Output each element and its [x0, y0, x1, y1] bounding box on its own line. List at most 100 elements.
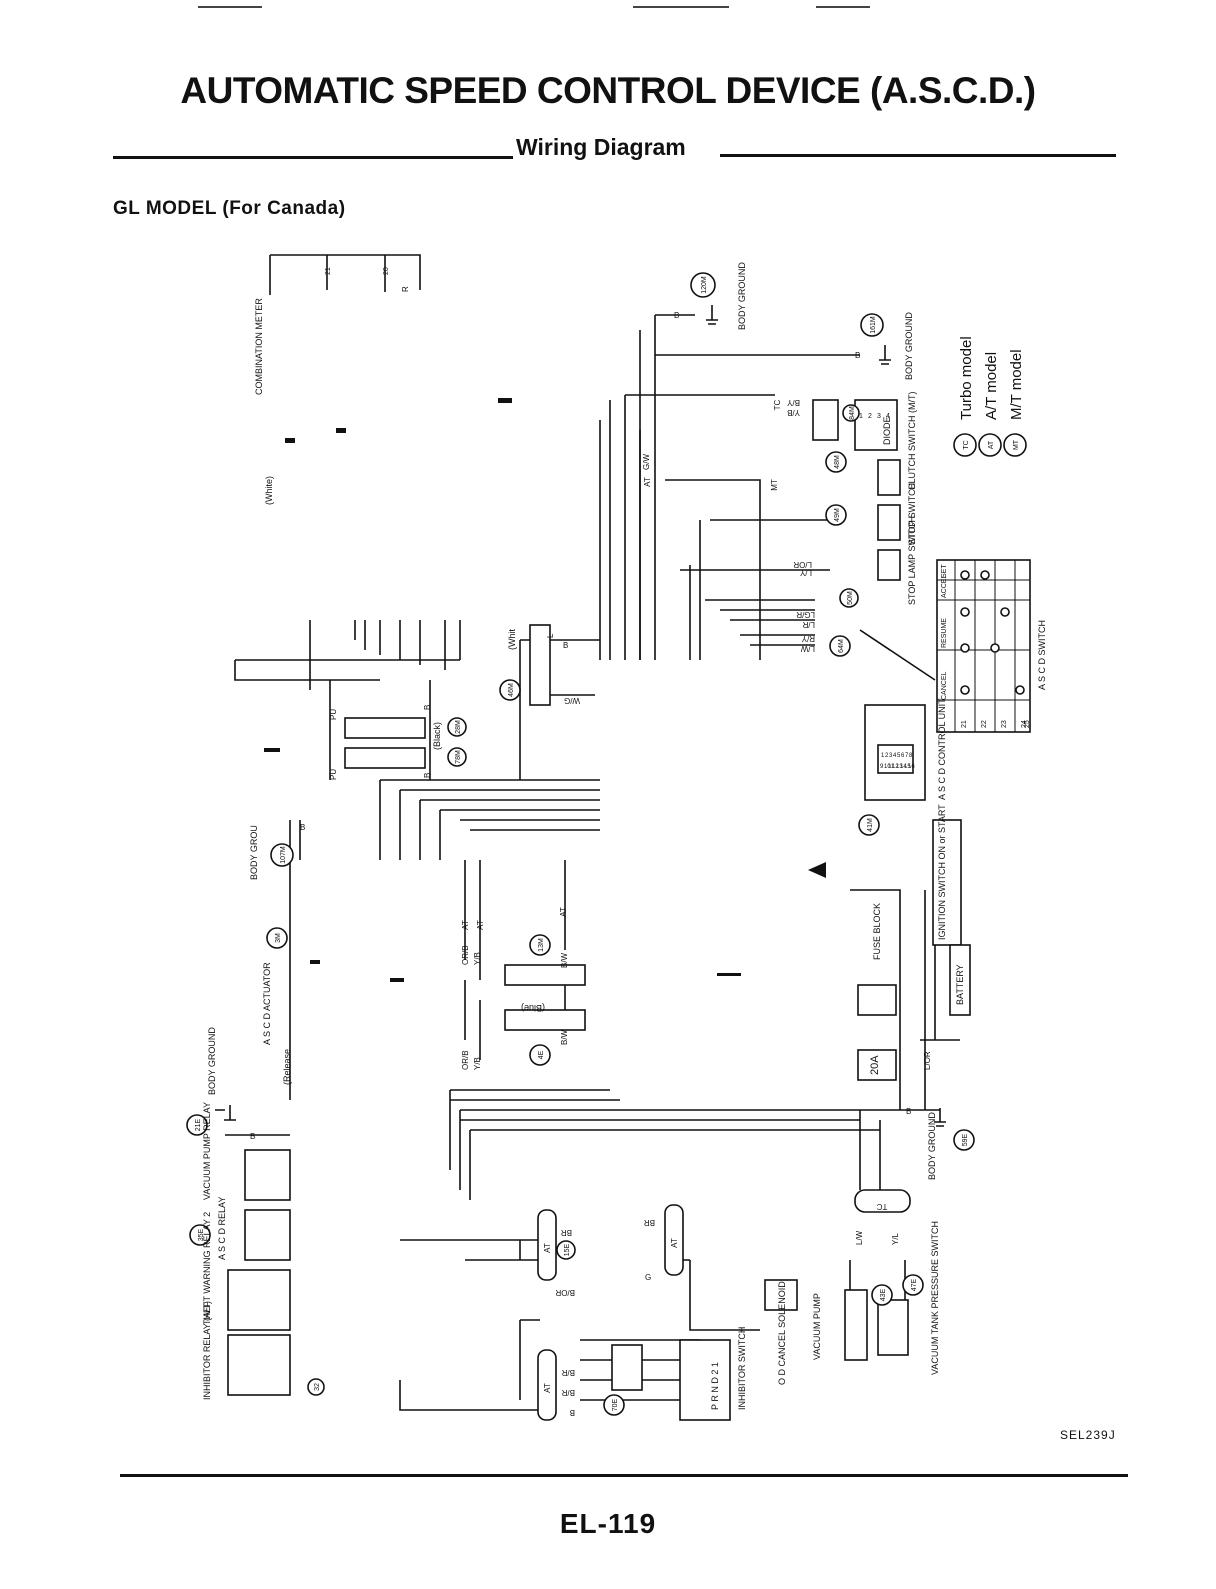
connector-59e [953, 1129, 975, 1151]
wire-label-b-28m: B [423, 705, 432, 710]
ground-wires [625, 314, 860, 660]
legend-mt-icon [1003, 433, 1027, 457]
clutch-switch-box [877, 459, 901, 496]
label-vacuum-pump-relay: VACUUM PUMP RELAY [202, 1102, 212, 1200]
od-cancel-wires [680, 1259, 760, 1331]
inhibitor-relay-box [227, 1334, 291, 1396]
label-body-ground-120m: BODY GROUND [737, 262, 747, 330]
id-84m: 84M [849, 406, 856, 420]
wire-label-ly: L/Y [799, 568, 812, 577]
connector-50m [839, 588, 859, 608]
pin-8: 8 [909, 753, 913, 759]
vacuum-pump-relay-box [244, 1149, 291, 1201]
pin-3: 3 [889, 753, 893, 759]
label-combination-meter: COMBINATION METER [254, 298, 264, 395]
switch-row-23: 23 [1001, 720, 1008, 728]
label-ascd-control-unit: A S C D CONTROL UNIT [937, 698, 947, 800]
capsule-at-2: AT [461, 920, 470, 930]
theft-warning-relay-box [227, 1269, 291, 1331]
label-ascd-switch: A S C D SWITCH [1037, 620, 1047, 690]
connector-46m-label [499, 679, 521, 701]
control-unit-connector [877, 744, 914, 774]
connector-107m [270, 843, 294, 867]
wire-labels: B B B/Y Y/B G/W L/Y L/OR LG/R L/R R/Y L/… [250, 286, 932, 1417]
pin-12: 12 [892, 764, 899, 770]
connector-13m [504, 964, 586, 986]
wire-label-pu-2: PU [329, 769, 338, 780]
legend-at-symbol: AT [988, 440, 995, 449]
label-clutch-switch: CLUTCH SWITCH (M/T) [907, 392, 917, 491]
id-32: 32 [314, 1383, 321, 1391]
wire-label-b-21e: B [250, 1132, 255, 1141]
tc-capsule [854, 1189, 911, 1213]
switch-col-cancel: CANCEL [941, 671, 948, 700]
label-inhibitor-switch: INHIBITOR SWITCH [737, 1327, 747, 1410]
pin-14: 14 [900, 764, 907, 770]
legend-mt-symbol: MT [1013, 439, 1020, 450]
ascd-switch-lead [859, 629, 936, 681]
capsule-mt-1: MT [770, 479, 779, 491]
label-vacuum-pump: VACUUM PUMP [812, 1293, 822, 1360]
ignition-switch-box [932, 819, 962, 946]
switch-col-resume: RESUME [941, 618, 948, 648]
battery-box [949, 944, 971, 1016]
ascd-switch-box [936, 559, 1031, 733]
id-28m: 28M [455, 720, 462, 734]
footer-rule [120, 1474, 1128, 1477]
vacuum-tank-switch-box [877, 1299, 909, 1356]
legend-mt-model: M/T model [1008, 349, 1025, 420]
connector-46m [529, 624, 551, 706]
control-unit-box [864, 704, 926, 801]
pin-13: 13 [896, 764, 903, 770]
id-21e: 21E [195, 1118, 202, 1131]
connector-35e [189, 1224, 211, 1246]
wire-label-lor-2: L/OR [923, 1051, 932, 1070]
legend-turbo-model: Turbo model [958, 336, 975, 420]
connector-ids: 120M 161M 84M 48M 49M 50M 64M 46M 28M 78… [195, 276, 969, 1411]
connector-64m [829, 635, 851, 657]
connector-13m-label [529, 934, 551, 956]
vacuum-pump-box [844, 1289, 868, 1361]
wire-label-gw: G/W [642, 454, 651, 470]
legend-at-icon [978, 433, 1002, 457]
components [227, 399, 1031, 1421]
diagram-code: SEL239J [1060, 1428, 1116, 1442]
pin-4: 4 [893, 753, 897, 759]
page-subtitle: Wiring Diagram [516, 134, 686, 160]
wire-label-orb-2: OR/B [461, 1050, 470, 1070]
wire-label-lor: L/OR [793, 560, 812, 569]
left-bundle [309, 620, 461, 690]
capsule-at-3: AT [476, 920, 485, 930]
id-43e: 43E [880, 1288, 887, 1301]
left-bundle-branches [234, 659, 460, 700]
stop-switch-box [877, 504, 901, 541]
wire-label-lr: L/R [802, 620, 815, 629]
harness-horizontal [379, 779, 600, 860]
connector-43e [871, 1284, 893, 1306]
label-stop-lamp-switch: STOP LAMP SWITCH [907, 516, 917, 605]
label-inhibitor-relay: INHIBITOR RELAY (A/T) [202, 1301, 212, 1400]
wire-label-r: R [401, 286, 410, 292]
diode-pin-3: 3 [877, 413, 881, 420]
id-35e: 35E [198, 1228, 205, 1241]
label-black: (Black) [432, 722, 442, 750]
label-od-cancel-solenoid: O D CANCEL SOLENOID [777, 1281, 787, 1385]
connector-48m [825, 451, 847, 473]
label-blue: (Blue) [521, 1003, 545, 1013]
label-whit: (Whit [507, 629, 517, 650]
label-white: (White) [264, 476, 274, 505]
diode-box [854, 399, 898, 451]
connector-32 [307, 1378, 325, 1396]
id-70e: 70E [612, 1398, 619, 1411]
label-stop-switch: STOP SWITCH [907, 483, 917, 545]
capsule-tc-2: TC [876, 1202, 887, 1211]
ascd-relay-box [244, 1209, 291, 1261]
wire-label-yb-1: Y/B [473, 952, 482, 965]
fuse-block-box [857, 984, 897, 1016]
small-pin-labels: 1 2 3 4 21 20 [325, 267, 890, 420]
connector-21e [186, 1114, 208, 1136]
component-labels: COMBINATION METER (White) (Whit BODY GRO… [202, 262, 1047, 1410]
label-body-ground-59e: BODY GROUND [927, 1112, 937, 1180]
ground-21e-wire [215, 1109, 290, 1136]
